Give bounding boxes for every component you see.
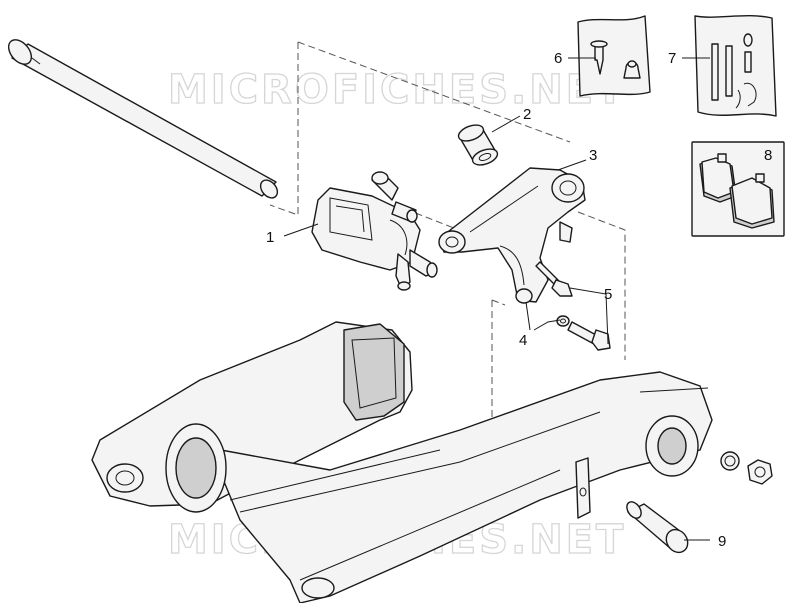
callout-8: 8 [764, 147, 772, 164]
brake-pads-set [691, 141, 785, 237]
callout-4: 4 [519, 332, 527, 349]
callout-9: 9 [718, 533, 726, 550]
bushing [457, 124, 499, 166]
brake-caliper [311, 171, 438, 291]
swingarm [91, 321, 713, 603]
callout-2: 2 [523, 106, 531, 123]
callout-6: 6 [554, 50, 562, 67]
washer [556, 315, 740, 471]
callout-5: 5 [604, 286, 612, 303]
callout-labels: 1 2 3 4 5 6 7 8 9 [266, 50, 772, 550]
bolts [535, 261, 611, 351]
callout-3: 3 [589, 147, 597, 164]
watermark-top: MICROFICHES.NET [168, 67, 626, 113]
nut [747, 459, 773, 485]
pivot-pin [626, 501, 689, 554]
callout-7: 7 [668, 50, 676, 67]
callout-1: 1 [266, 229, 274, 246]
wheel-axle [7, 39, 279, 199]
small-parts-bag-6 [577, 15, 651, 97]
leader-lines [283, 57, 710, 541]
small-parts-bag-7 [694, 15, 777, 117]
